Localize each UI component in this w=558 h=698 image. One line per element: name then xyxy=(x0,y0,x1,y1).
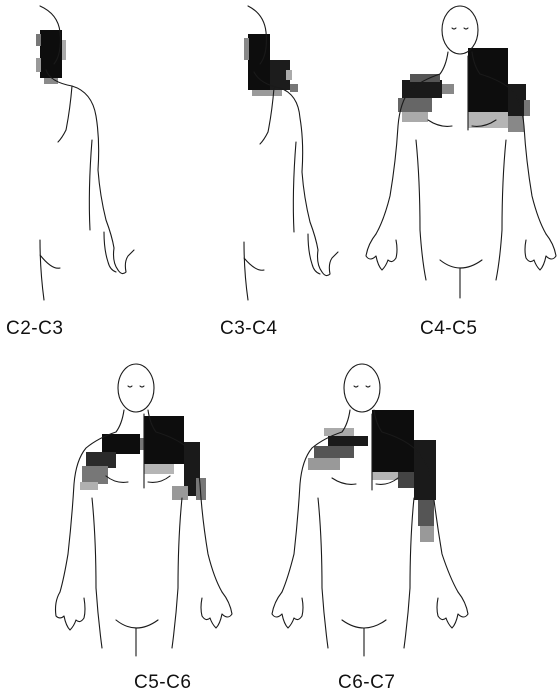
pain-area-c3-c4 xyxy=(244,34,298,96)
pain-area-c2-c3 xyxy=(36,30,66,84)
pain-area-c4-c5 xyxy=(398,48,530,132)
segment-label-c2-c3: C2-C3 xyxy=(6,318,63,340)
body-figure-c2-c3 xyxy=(0,0,160,300)
body-figure-c5-c6 xyxy=(56,358,256,658)
body-figure-c4-c5 xyxy=(356,0,558,300)
body-figure-c6-c7 xyxy=(268,358,478,658)
segment-label-c5-c6: C5-C6 xyxy=(134,672,191,694)
body-outline-c5-c6 xyxy=(56,364,233,656)
body-outline-c4-c5 xyxy=(366,6,556,298)
body-figure-c3-c4 xyxy=(200,0,360,300)
segment-label-c4-c5: C4-C5 xyxy=(420,318,477,340)
segment-label-c6-c7: C6-C7 xyxy=(338,672,395,694)
pain-area-c5-c6 xyxy=(80,416,206,500)
segment-label-c3-c4: C3-C4 xyxy=(220,318,277,340)
body-outline-c6-c7 xyxy=(272,364,468,656)
